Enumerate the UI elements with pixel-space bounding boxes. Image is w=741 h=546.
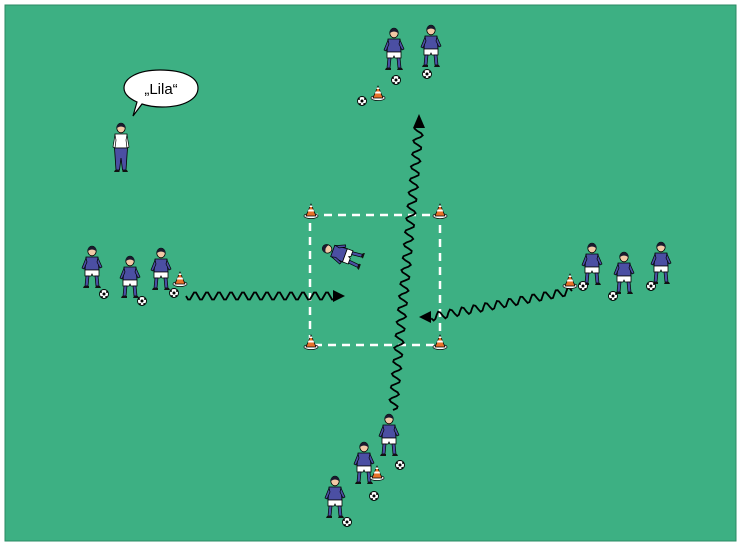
speech-bubble-text: „Lila“: [144, 81, 177, 98]
ball-icon: [343, 518, 352, 527]
ball-icon: [579, 282, 588, 291]
ball-icon: [423, 70, 432, 79]
ball-icon: [170, 289, 179, 298]
ball-icon: [358, 97, 367, 106]
ball-icon: [370, 492, 379, 501]
ball-icon: [138, 297, 147, 306]
ball-icon: [647, 282, 656, 291]
ball-icon: [609, 292, 618, 301]
ball-icon: [392, 76, 401, 85]
ball-icon: [100, 290, 109, 299]
ball-icon: [396, 461, 405, 470]
